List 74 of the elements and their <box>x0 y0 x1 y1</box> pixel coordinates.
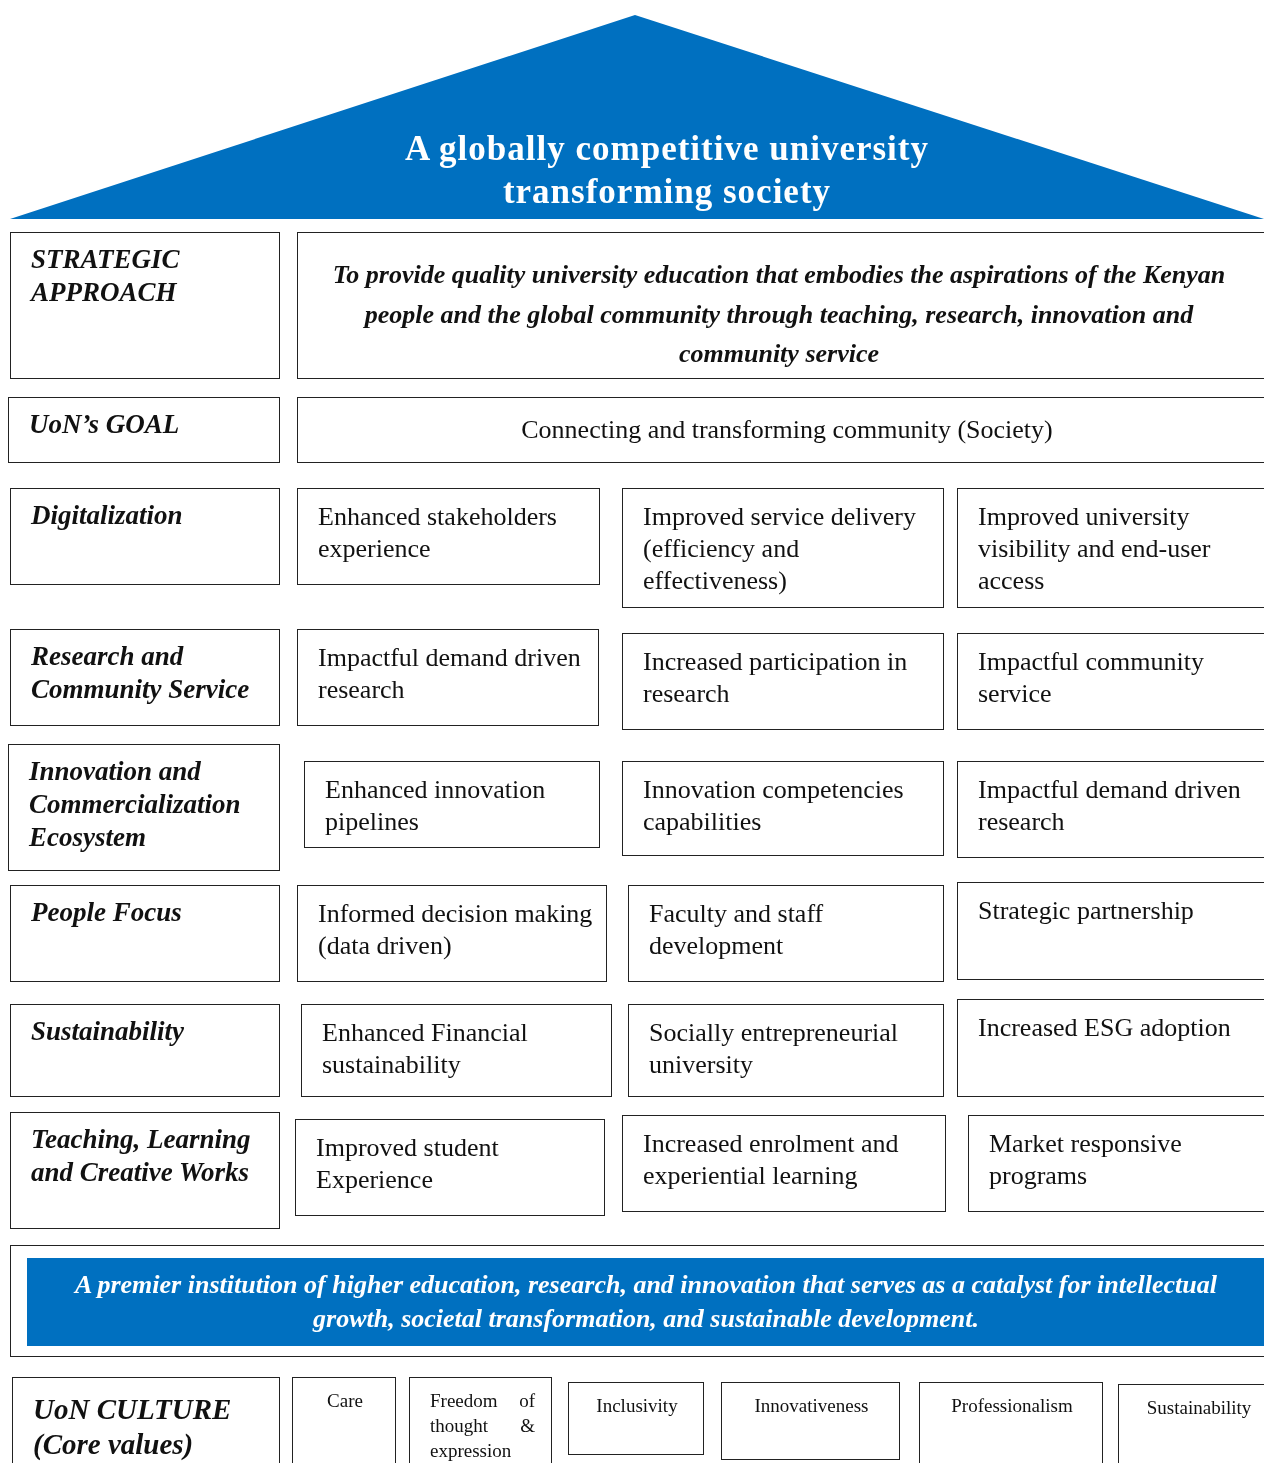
outcome-box <box>304 761 600 848</box>
row-heading: People Focus <box>31 896 183 929</box>
vision-box <box>10 1245 1264 1357</box>
core-value: Freedom of thought & expression <box>430 1389 535 1463</box>
row-heading-box <box>10 232 280 379</box>
row-heading: Research and Community Service <box>31 640 251 706</box>
outcome-box <box>297 629 599 726</box>
value-box <box>721 1382 900 1460</box>
outcome-box <box>622 633 944 730</box>
outcome-text: Impactful demand driven research <box>978 774 1242 838</box>
outcome-box <box>622 1115 946 1212</box>
vision-statement: A premier institution of higher education, research, and innovation that serves as a catalyst for intellectual growth, societal transformation, and sustainable development. <box>27 1258 1264 1346</box>
row-heading: Digitalization <box>31 499 184 532</box>
core-value: Sustainability <box>1145 1396 1253 1420</box>
outcome-text: Increased ESG adoption <box>978 1012 1232 1044</box>
outcome-box <box>957 488 1264 608</box>
value-box <box>1118 1384 1264 1463</box>
outcome-box <box>297 488 600 585</box>
outcome-box <box>957 761 1264 858</box>
goal-box <box>297 397 1264 463</box>
outcome-text: Informed decision making (data driven) <box>318 898 594 962</box>
outcome-text: Enhanced stakeholders experience <box>318 501 558 565</box>
value-box <box>409 1377 552 1463</box>
outcome-box <box>628 885 944 982</box>
outcome-text: Improved service delivery (efficiency and effectiveness) <box>643 501 917 597</box>
outcome-text: Innovation competencies capabilities <box>643 774 905 838</box>
row-heading-box <box>10 1112 280 1229</box>
value-box <box>568 1382 704 1455</box>
outcome-box <box>622 488 944 608</box>
row-heading: STRATEGIC APPROACH <box>31 243 181 309</box>
value-box <box>292 1377 396 1463</box>
row-heading-box <box>12 1377 280 1463</box>
outcome-text: Increased participation in research <box>643 646 909 710</box>
core-value: Professionalism <box>950 1394 1074 1418</box>
row-heading: UoN CULTURE (Core values) <box>33 1392 233 1462</box>
outcome-box <box>622 761 944 856</box>
outcome-text: Strategic partnership <box>978 895 1195 927</box>
core-value: Care <box>326 1389 364 1413</box>
outcome-text: Socially entrepreneurial university <box>649 1017 900 1081</box>
outcome-text: Enhanced innovation pipelines <box>325 774 547 838</box>
row-heading-box <box>10 885 280 982</box>
outcome-box <box>297 885 607 982</box>
outcome-text: Improved university visibility and end-user access <box>978 501 1212 597</box>
row-heading-box <box>10 629 280 726</box>
outcome-text: Faculty and staff development <box>649 898 825 962</box>
outcome-box <box>957 999 1264 1097</box>
row-heading: Teaching, Learning and Creative Works <box>31 1123 252 1189</box>
outcome-text: Market responsive programs <box>989 1128 1183 1192</box>
row-heading-box <box>10 1004 280 1097</box>
row-heading: UoN’s GOAL <box>29 408 181 441</box>
row-heading-box <box>8 397 280 463</box>
roof-banner <box>10 15 1264 219</box>
goal-text: Connecting and transforming community (Society) <box>520 414 1054 446</box>
outcome-text: Enhanced Financial sustainability <box>322 1017 529 1081</box>
outcome-text: Impactful demand driven research <box>318 642 582 706</box>
outcome-box <box>301 1004 612 1097</box>
row-heading: Innovation and Commercialization Ecosystem <box>29 755 242 854</box>
mission-box <box>297 232 1264 379</box>
row-heading: Sustainability <box>31 1015 186 1048</box>
outcome-box <box>295 1119 605 1216</box>
vision-statement: A globally competitive university transforming society <box>404 128 930 213</box>
outcome-text: Impactful community service <box>978 646 1205 710</box>
outcome-box <box>957 633 1264 730</box>
outcome-text: Improved student Experience <box>316 1132 500 1196</box>
outcome-box <box>957 882 1264 980</box>
value-box <box>919 1382 1103 1463</box>
core-value: Inclusivity <box>595 1394 679 1418</box>
outcome-box <box>968 1115 1264 1212</box>
core-value: Innovativeness <box>753 1394 870 1418</box>
mission-statement: To provide quality university education that embodies the aspirations of the Kenyan people and the global community through teaching, research, innovation and community service <box>331 259 1227 370</box>
row-heading-box <box>8 744 280 871</box>
outcome-text: Increased enrolment and experiential learning <box>643 1128 900 1192</box>
row-heading-box <box>10 488 280 585</box>
outcome-box <box>628 1004 944 1097</box>
